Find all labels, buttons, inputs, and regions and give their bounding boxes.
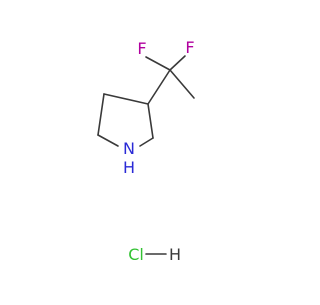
fluorine-label-right: F: [185, 38, 194, 57]
bond-ring-c4-c5: [97, 93, 105, 136]
bond-ring-c5-n: [97, 134, 119, 147]
chlorine-label: Cl: [128, 245, 144, 264]
bond-ring-c3-c4: [103, 93, 149, 105]
nitrogen-hydrogen-label: H: [123, 158, 135, 177]
fluorine-label-left: F: [137, 39, 146, 58]
bond-cf2-f-left: [145, 56, 171, 71]
bond-cf2-f-right: [169, 55, 186, 71]
bond-cf2-methyl: [169, 69, 195, 99]
atom-labels: F F N H Cl H: [123, 38, 195, 264]
molecule-drawing: F F N H Cl H: [97, 38, 195, 264]
bond-ring-n-c2: [139, 137, 154, 147]
bond-ring-c2-c3: [147, 103, 154, 139]
bonds: [97, 55, 195, 255]
salt-hydrogen-label: H: [169, 245, 181, 264]
structure-canvas: F F N H Cl H: [97, 38, 195, 264]
nitrogen-label: N: [123, 139, 135, 158]
bond-cf2-ring-c3: [147, 69, 171, 105]
